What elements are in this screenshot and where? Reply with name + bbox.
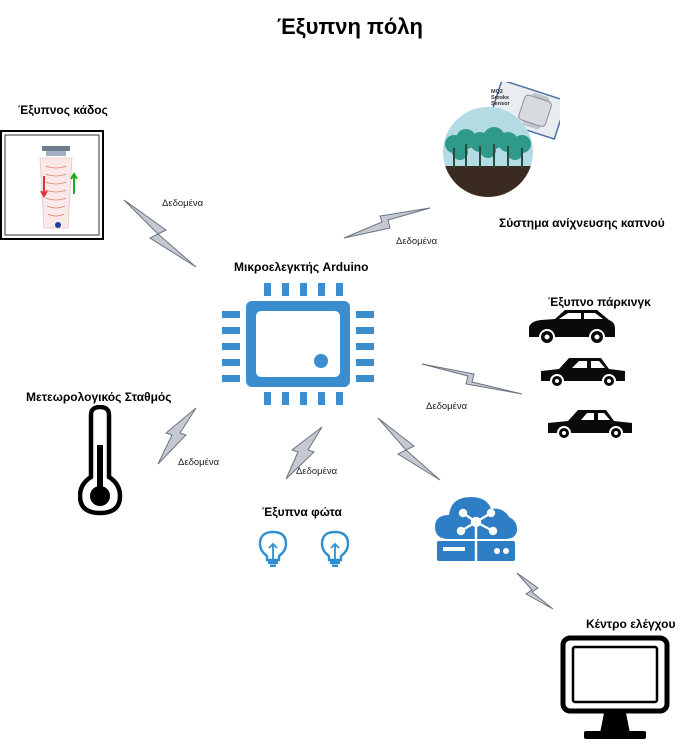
smart-bin-icon — [0, 130, 104, 240]
smart-lights-label: Έξυπνα φώτα — [262, 505, 342, 519]
lightning-bolt-icon — [377, 417, 441, 481]
lightning-bolt-icon — [285, 426, 323, 480]
car-icon — [527, 307, 617, 345]
smoke-detection-label: Σύστημα ανίχνευσης καπνού — [499, 216, 665, 230]
lightbulb-icon — [320, 530, 350, 568]
control-center-label: Κέντρο ελέγχου — [586, 617, 676, 631]
smart-bin-label: Έξυπνος κάδος — [18, 103, 108, 117]
car-icon — [539, 355, 627, 389]
lightning-bolt-icon — [343, 207, 431, 239]
smoke-sensor-icon — [440, 79, 568, 197]
cloud-server-icon — [433, 489, 519, 563]
thermometer-icon — [77, 404, 124, 517]
lightbulb-icon — [258, 530, 288, 568]
weather-station-label: Μετεωρολογικός Σταθμός — [26, 390, 172, 404]
edge-label-smoke: Δεδομένα — [396, 236, 438, 247]
microcontroller-icon — [222, 283, 374, 405]
microcontroller-label: Μικροελεγκτής Arduino — [234, 260, 369, 274]
lightning-bolt-icon — [157, 407, 197, 465]
monitor-icon — [560, 635, 670, 743]
car-icon — [546, 407, 634, 441]
lightning-bolt-icon — [516, 572, 554, 610]
smart-parking-label: Έξυπνο πάρκινγκ — [548, 295, 651, 309]
page-title: Έξυπνη πόλη — [277, 14, 423, 39]
lightning-bolt-icon — [421, 363, 523, 395]
lightning-bolt-icon — [123, 199, 197, 268]
edge-label-parking: Δεδομένα — [426, 401, 468, 412]
edge-label-lights: Δεδομένα — [296, 466, 338, 477]
smoke-sensor-text: MQ2 Smoke Sensor — [491, 89, 510, 107]
edge-label-weather: Δεδομένα — [178, 457, 220, 468]
edge-label-bin: Δεδομένα — [162, 198, 204, 209]
